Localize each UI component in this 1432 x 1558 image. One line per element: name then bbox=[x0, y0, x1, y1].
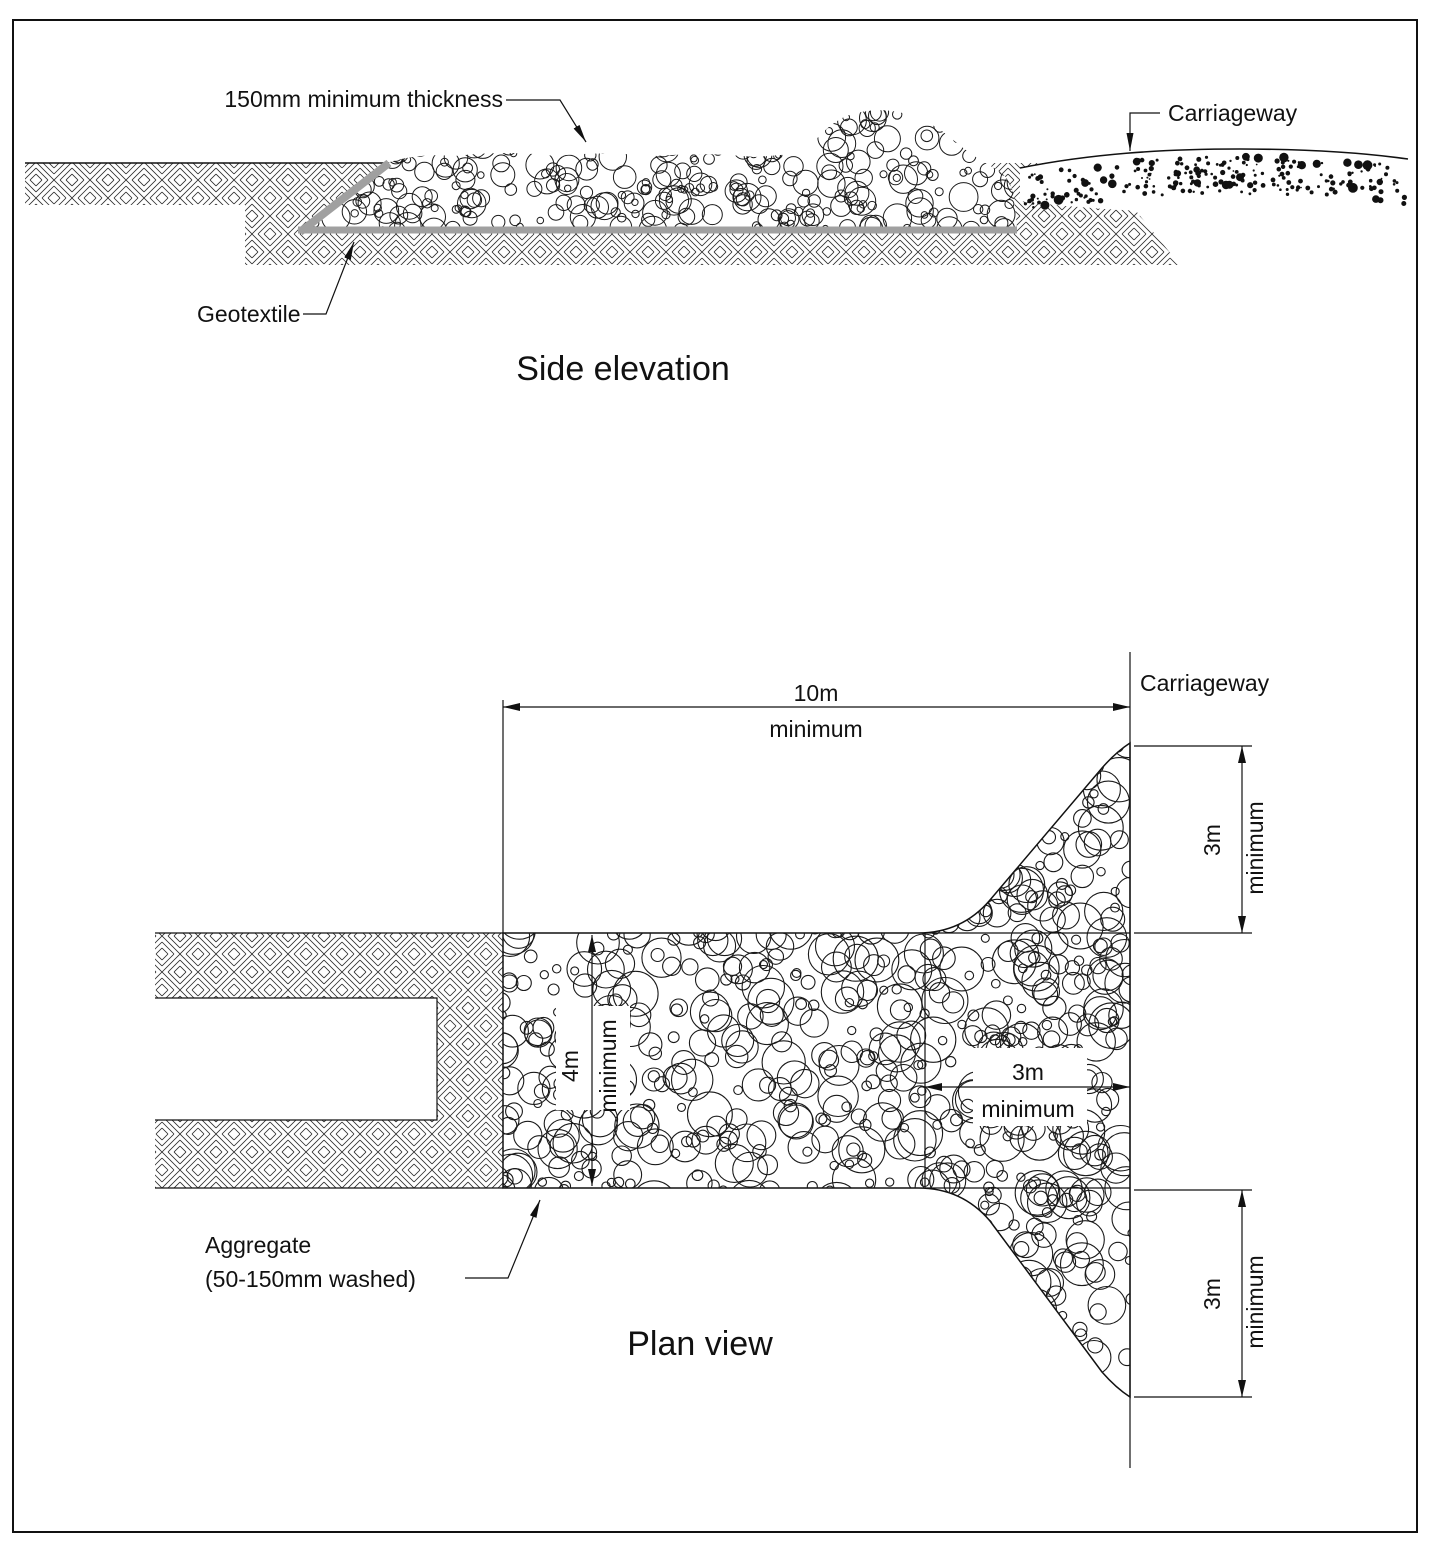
dim-flare-bottom-value: 3m bbox=[1199, 1278, 1225, 1310]
carriageway-plan-label: Carriageway bbox=[1140, 670, 1270, 696]
dim-width-qual: minimum bbox=[595, 1019, 621, 1112]
carriageway-side-label: Carriageway bbox=[1168, 100, 1298, 126]
dim-flare-length-3m: 3m minimum bbox=[925, 1059, 1130, 1122]
dim-width-value: 4m bbox=[557, 1050, 583, 1082]
aggregate-label-line1: Aggregate bbox=[205, 1232, 311, 1258]
dim-width-4m: 4m minimum bbox=[557, 935, 621, 1186]
aggregate-leader bbox=[465, 1199, 541, 1279]
aggregate-label-line2: (50-150mm washed) bbox=[205, 1266, 416, 1292]
plan-view-title: Plan view bbox=[627, 1325, 773, 1363]
thickness-label: 150mm minimum thickness bbox=[224, 86, 503, 112]
side-elevation-title: Side elevation bbox=[516, 350, 730, 388]
road-stipple bbox=[1023, 152, 1407, 210]
drawing-border bbox=[12, 19, 1418, 1533]
dim-flare-bottom-qual: minimum bbox=[1242, 1255, 1268, 1348]
plan-view: Carriageway 10m minimum 3m minimum 4m mi… bbox=[155, 652, 1270, 1468]
dim-flare-top-value: 3m bbox=[1199, 824, 1225, 856]
soil-hatch-plan bbox=[155, 933, 503, 1188]
flare-boundary-lines bbox=[924, 932, 1130, 1189]
dim-flare-length-qual: minimum bbox=[981, 1096, 1074, 1122]
thickness-leader bbox=[506, 99, 587, 143]
side-elevation-view: 150mm minimum thickness Carriageway Geot… bbox=[25, 86, 1409, 388]
carriageway-side-leader bbox=[1126, 112, 1160, 151]
dim-flare-top-qual: minimum bbox=[1242, 801, 1268, 894]
carriageway-surface-side bbox=[1019, 148, 1409, 214]
dim-length-qual: minimum bbox=[769, 716, 862, 742]
aggregate-side bbox=[302, 110, 1017, 228]
dim-flare-top-3m: 3m minimum bbox=[1134, 745, 1268, 934]
geotextile-leader bbox=[303, 241, 355, 315]
dim-flare-bottom-3m: 3m minimum bbox=[1134, 1189, 1268, 1398]
dim-length-value: 10m bbox=[794, 680, 839, 706]
geotextile-label: Geotextile bbox=[197, 301, 301, 327]
dim-flare-length-value: 3m bbox=[1012, 1059, 1044, 1085]
dim-length-10m: 10m minimum bbox=[502, 680, 1130, 933]
geotextile-layer bbox=[297, 159, 1017, 236]
soil-hatch-plan-outline bbox=[155, 932, 503, 1189]
